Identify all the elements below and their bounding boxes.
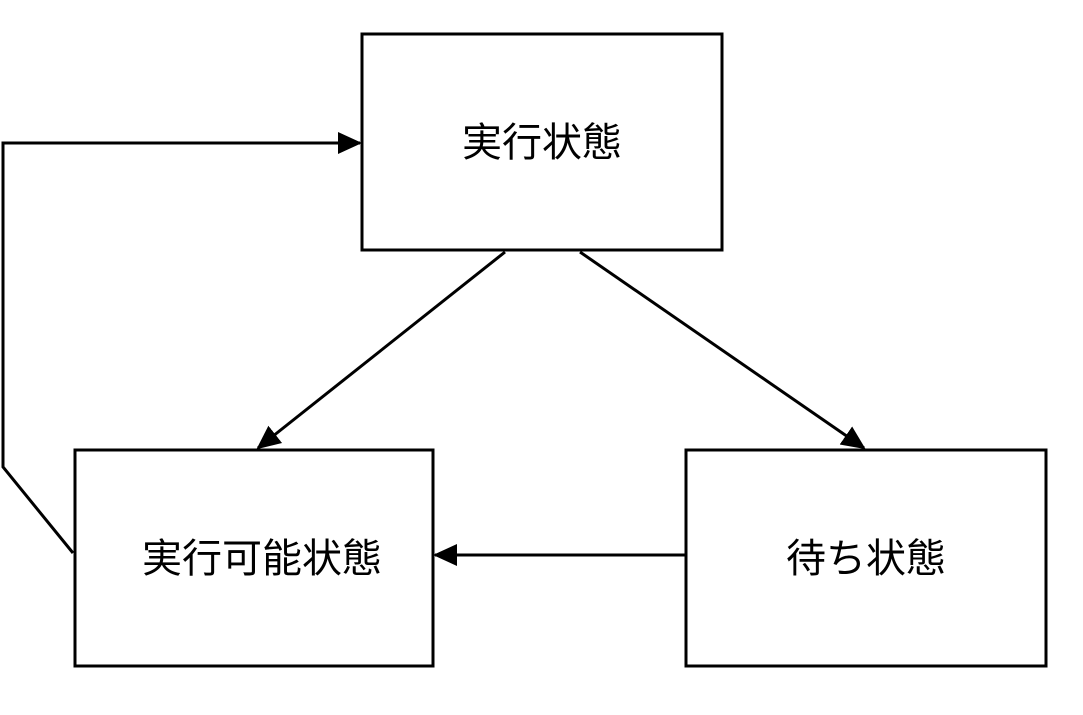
state-running: 実行状態: [360, 32, 724, 252]
state-waiting-box: [684, 448, 1048, 668]
arrow-running-to-waiting: [579, 250, 866, 450]
arrow-running-to-ready: [256, 250, 506, 450]
arrow-ready-to-running: [1, 132, 362, 554]
state-ready-label: 実行可能状態: [142, 536, 382, 582]
state-waiting: 待ち状態: [684, 448, 1048, 668]
state-running-label: 実行状態: [462, 120, 622, 166]
state-waiting-label: 待ち状態: [786, 536, 946, 582]
state-ready-box: [73, 448, 435, 668]
state-ready: 実行可能状態: [73, 448, 435, 668]
state-running-box: [360, 32, 724, 252]
